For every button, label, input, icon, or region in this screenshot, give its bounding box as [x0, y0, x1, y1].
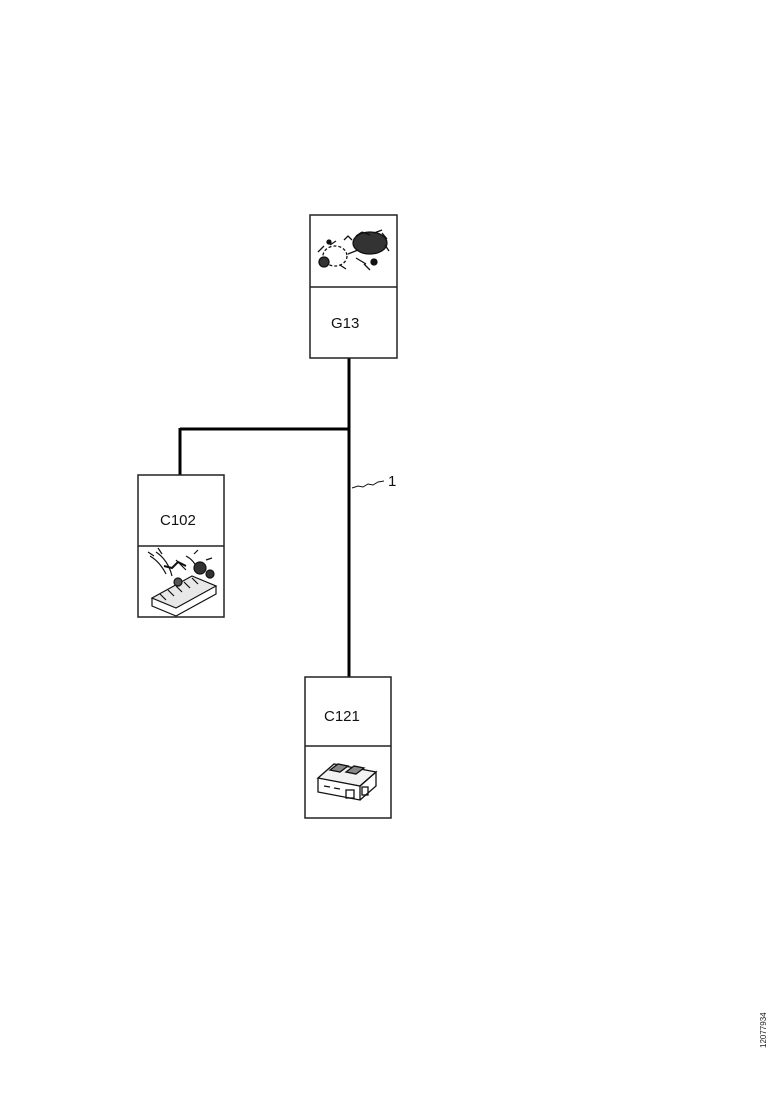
callout-leader-line	[351, 480, 385, 489]
component-label: C102	[160, 512, 196, 529]
component-c102: C102	[137, 474, 225, 618]
component-label: G13	[331, 315, 359, 332]
callout-1: 1	[351, 473, 396, 490]
component-g13: G13	[309, 214, 398, 359]
component-label: C121	[324, 708, 360, 725]
ground-point-icon	[317, 229, 390, 271]
component-box	[304, 676, 392, 819]
component-c121: C121	[304, 676, 392, 819]
connector-plug-icon	[316, 763, 378, 801]
wiring-connector-icon	[147, 547, 218, 617]
wiring-harness	[178, 358, 351, 677]
reference-number: 12077934	[759, 1012, 768, 1048]
callout-number: 1	[388, 473, 396, 490]
